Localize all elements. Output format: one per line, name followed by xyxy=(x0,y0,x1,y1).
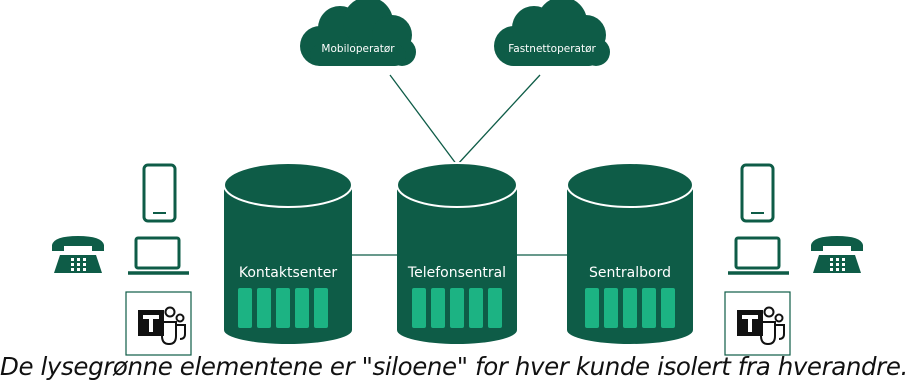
diagram-caption: De lysegrønne elementene er "siloene" fo… xyxy=(0,352,905,381)
database-switchboard: Sentralbord xyxy=(566,162,694,344)
landline-operator-label: Fastnettoperatør xyxy=(508,43,596,55)
contact-center-silos xyxy=(238,288,328,328)
connection-lines xyxy=(352,74,567,256)
right-teams-icon xyxy=(724,291,791,356)
landline-operator-cloud: Fastnettoperatør xyxy=(494,0,610,66)
left-desk-phone-icon xyxy=(52,236,104,273)
database-contact-center: Kontaktsenter xyxy=(223,162,353,344)
mobile-operator-cloud: Mobiloperatør xyxy=(300,0,416,66)
right-desk-phone-icon xyxy=(811,236,863,273)
right-mobile-phone-icon xyxy=(740,163,775,223)
mobile-link-line xyxy=(389,74,458,166)
landline-link-line xyxy=(456,74,541,166)
switchboard-label: Sentralbord xyxy=(589,265,671,281)
contact-center-label: Kontaktsenter xyxy=(239,265,337,281)
database-phone-exchange: Telefonsentral xyxy=(396,162,518,344)
switchboard-silos xyxy=(585,288,675,328)
phone-exchange-label: Telefonsentral xyxy=(407,265,506,281)
mobile-operator-label: Mobiloperatør xyxy=(321,43,395,55)
left-laptop-icon xyxy=(128,236,189,275)
left-teams-icon xyxy=(125,291,192,356)
phone-exchange-silos xyxy=(412,288,502,328)
left-mobile-phone-icon xyxy=(142,163,177,223)
right-laptop-icon xyxy=(728,236,789,275)
